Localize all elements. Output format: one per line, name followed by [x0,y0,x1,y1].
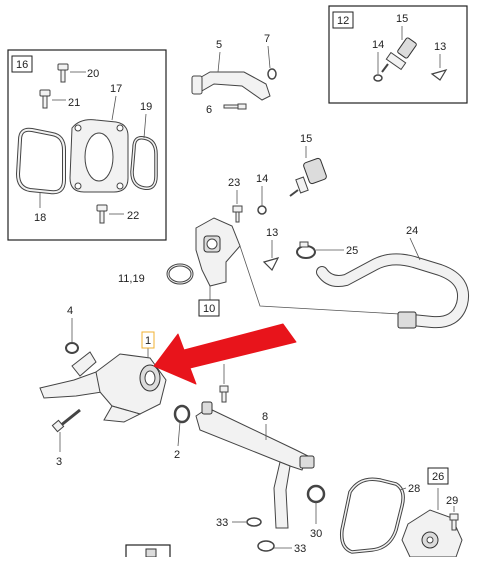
bolt-9 [219,385,229,403]
bolt-20 [57,63,69,83]
label-4: 4 [67,305,73,317]
label-7: 7 [264,33,270,45]
label-12: 12 [337,15,349,27]
label-18: 18 [34,212,46,224]
tag-26 [427,467,449,485]
label-17: 17 [110,83,122,95]
leader-5 [217,51,221,73]
hose-24 [316,253,469,329]
bolt-6 [223,103,247,110]
gasket-plate-17 [69,119,129,193]
sensor-15 [289,157,327,197]
gasket-18 [15,127,66,195]
pipe-8 [195,401,315,529]
sensor-15-inset [381,37,417,73]
bolt-22 [96,204,108,224]
guide-line [239,245,401,315]
label-2: 2 [174,449,180,461]
label-21: 21 [68,97,80,109]
label-14-inset: 14 [372,39,384,51]
clamp-25 [296,241,316,259]
label-14: 14 [256,173,268,185]
o-ring-14 [257,205,267,215]
tag-1 [141,331,155,349]
leader-2 [177,421,181,447]
bolt-3 [51,408,81,433]
label-26: 26 [432,471,444,483]
label-33-a: 33 [216,517,228,529]
label-3: 3 [56,456,62,468]
inset-16-frame [7,49,167,241]
label-16: 16 [16,59,28,71]
label-24: 24 [406,225,418,237]
label-23: 23 [228,177,240,189]
label-10: 10 [203,303,215,315]
o-ring-7 [267,68,277,80]
label-15-inset: 15 [396,13,408,25]
bolt-23 [232,205,243,223]
label-28: 28 [408,483,420,495]
o-ring-30 [306,484,326,504]
label-11-19: 11,19 [118,273,145,285]
o-ring-14-inset [373,74,383,82]
label-19: 19 [140,101,152,113]
label-29: 29 [446,495,458,507]
label-30: 30 [310,528,322,540]
clamp-33-a [246,517,262,527]
o-ring-2 [173,404,191,424]
leader-17 [111,95,117,121]
pointer-arrow [153,323,297,385]
label-5: 5 [216,39,222,51]
seal-19 [130,135,158,190]
label-22: 22 [127,210,139,222]
leader-28 [399,487,407,491]
label-20: 20 [87,68,99,80]
inset-12-frame [328,5,468,104]
label-6: 6 [206,104,212,116]
leader-19 [143,113,147,139]
label-8: 8 [262,411,268,423]
label-15: 15 [300,133,312,145]
clip-13 [262,257,280,272]
partial-inset-bottom [125,544,171,562]
label-13-inset: 13 [434,41,446,53]
o-ring-4 [65,342,79,354]
gasket-28 [339,477,405,554]
inset-16: 16 20 21 18 17 [7,49,167,241]
label-25: 25 [346,245,358,257]
inset-16-tag [11,55,33,73]
water-pump-housing-1 [39,351,167,423]
tag-10 [198,299,220,317]
pipe-5 [191,71,271,101]
housing-10 [195,217,241,287]
bolt-29 [449,513,459,531]
label-1: 1 [145,335,151,347]
clamp-33-b [257,540,275,552]
leader-24 [409,237,421,261]
leader-7 [267,45,271,69]
pump-26 [401,509,463,558]
seal-11-19 [166,263,194,285]
inset-12: 12 15 14 13 [328,5,468,104]
partial-inset-part [145,548,157,558]
bolt-21 [39,89,51,109]
inset-12-tag [332,11,354,29]
label-13: 13 [266,227,278,239]
clip-13-inset [430,69,448,81]
label-33-b: 33 [294,543,306,555]
